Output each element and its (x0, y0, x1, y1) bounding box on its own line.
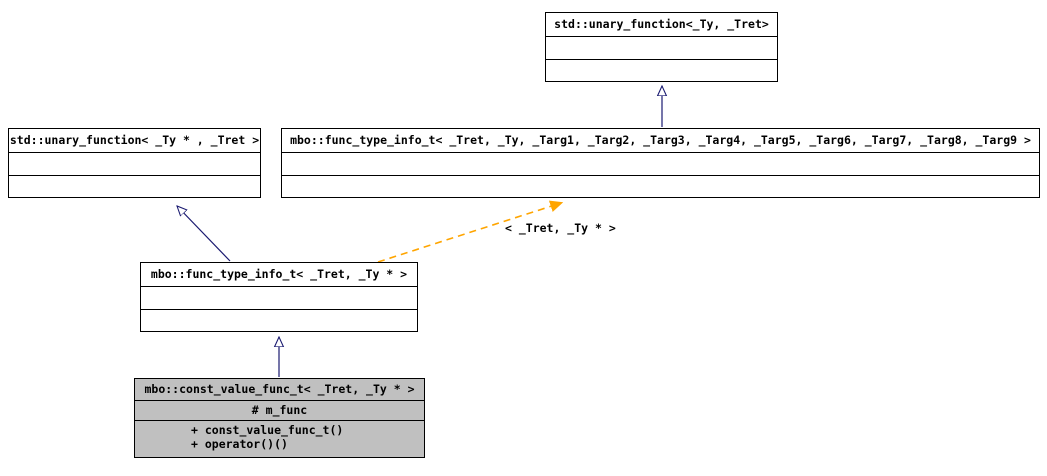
class-node-mbo-func-type-info-t-variadic[interactable]: mbo::func_type_info_t< _Tret, _Ty, _Targ… (281, 128, 1040, 198)
class-node-mbo-func-type-info-t-tret-ty-ptr[interactable]: mbo::func_type_info_t< _Tret, _Ty * > (140, 262, 418, 332)
edge-label-template-binding: < _Tret, _Ty * > (505, 221, 616, 235)
class-title: std::unary_function< _Ty * , _Tret > (9, 132, 260, 147)
class-operation-row: + operator()() (191, 437, 288, 451)
class-operation-row: + const_value_func_t() (191, 423, 344, 437)
class-attributes-compartment (9, 152, 260, 175)
class-operations-compartment (282, 175, 1039, 197)
class-title: mbo::const_value_func_t< _Tret, _Ty * > (144, 381, 415, 396)
class-operations-compartment (546, 59, 777, 81)
class-attributes-compartment: # m_func (135, 400, 424, 420)
class-operations-compartment (141, 309, 417, 331)
class-attributes-compartment (546, 36, 777, 59)
class-attributes-compartment (282, 152, 1039, 175)
class-title: mbo::func_type_info_t< _Tret, _Ty * > (150, 266, 408, 281)
class-title: std::unary_function<_Ty, _Tret> (554, 16, 769, 31)
class-title: mbo::func_type_info_t< _Tret, _Ty, _Targ… (290, 132, 1031, 147)
class-attribute-row: # m_func (251, 403, 308, 417)
class-attributes-compartment (141, 286, 417, 309)
class-operations-compartment (9, 175, 260, 197)
class-operations-compartment: + const_value_func_t() + operator()() (135, 420, 424, 457)
class-node-std-unary-function-ty-tret[interactable]: std::unary_function<_Ty, _Tret> (545, 12, 778, 82)
edge-middle-to-left-base (177, 206, 231, 262)
class-node-mbo-const-value-func-t[interactable]: mbo::const_value_func_t< _Tret, _Ty * > … (134, 378, 425, 458)
class-node-std-unary-function-ty-ptr-tret[interactable]: std::unary_function< _Ty * , _Tret > (8, 128, 261, 198)
